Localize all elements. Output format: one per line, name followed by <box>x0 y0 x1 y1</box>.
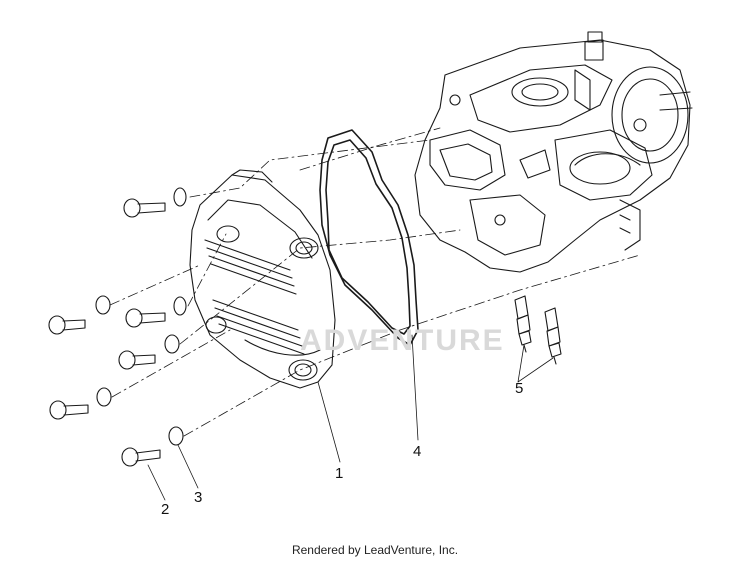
leader-lines <box>147 334 554 501</box>
callout-4: 4 <box>413 443 421 460</box>
bolt-bottom <box>121 426 184 467</box>
bolt-left-upper <box>48 295 111 335</box>
bolt-top <box>123 187 187 218</box>
alignment-lines <box>109 127 641 437</box>
bolt-left-lower <box>49 387 112 420</box>
bolt-mid-upper <box>125 296 187 328</box>
callout-1: 1 <box>335 465 343 482</box>
callout-5: 5 <box>515 380 523 397</box>
bolt-mid <box>118 334 180 370</box>
callout-3: 3 <box>194 489 202 506</box>
render-credit: Rendered by LeadVenture, Inc. <box>291 543 459 557</box>
engine-assembly <box>414 31 693 273</box>
spark-plug-right <box>544 307 562 365</box>
callout-2: 2 <box>161 501 169 518</box>
spark-plug-left <box>514 295 532 353</box>
valve-cover-gasket <box>319 129 419 346</box>
watermark-text: ADVENTURE <box>300 324 505 357</box>
